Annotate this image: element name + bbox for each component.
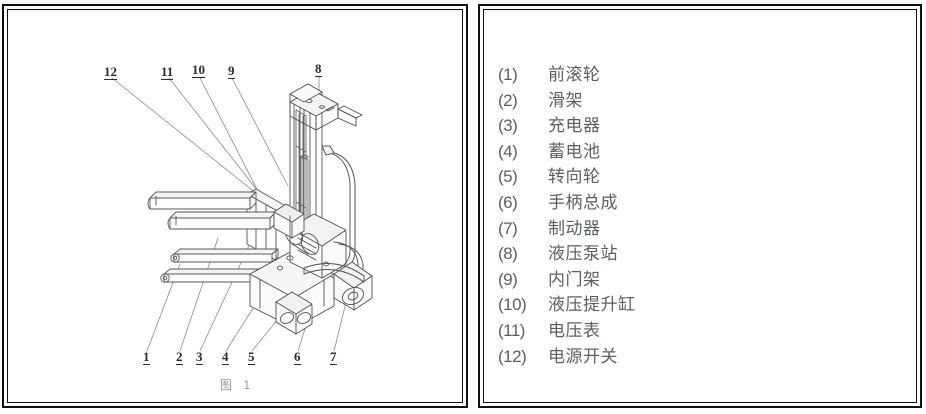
- callout-5: 5: [248, 349, 255, 365]
- legend-number: (11): [498, 320, 525, 340]
- legend-label: 手柄总成: [548, 192, 618, 212]
- list-item: (4) 蓄电池: [498, 139, 636, 165]
- legend-number: (4): [498, 141, 518, 161]
- legend-number: (12): [498, 346, 527, 366]
- callout-3: 3: [196, 349, 203, 365]
- figure-panel-inner-border: [7, 9, 463, 403]
- legend-panel-inner-border: [483, 9, 917, 403]
- legend-number: (5): [498, 167, 518, 187]
- callout-6: 6: [294, 349, 301, 365]
- legend-number: (6): [498, 192, 518, 212]
- callout-1: 1: [143, 349, 150, 365]
- legend-label: 转向轮: [548, 167, 601, 187]
- legend-label: 制动器: [548, 218, 601, 238]
- list-item: (12) 电源开关: [498, 344, 636, 370]
- callout-2: 2: [176, 349, 183, 365]
- parts-legend-list: (1) 前滚轮 (2) 滑架 (3) 充电器 (4) 蓄电池 (5) 转向轮 (…: [498, 62, 636, 369]
- legend-label: 电源开关: [548, 346, 618, 366]
- legend-number: (10): [498, 295, 527, 315]
- legend-number: (8): [498, 244, 518, 264]
- callout-12: 12: [104, 64, 117, 80]
- list-item: (11) 电压表: [498, 318, 636, 344]
- stacker-technical-drawing: [4, 6, 470, 410]
- list-item: (10) 液压提升缸: [498, 292, 636, 318]
- legend-number: (3): [498, 116, 518, 136]
- list-item: (2) 滑架: [498, 88, 636, 114]
- legend-label: 蓄电池: [548, 141, 601, 161]
- callout-10: 10: [192, 62, 205, 78]
- legend-number: (2): [498, 90, 518, 110]
- figure-panel: 12 11 10 9 8 1 2 3 4 5 6 7 图 1: [2, 4, 468, 408]
- list-item: (9) 内门架: [498, 267, 636, 293]
- legend-number: (7): [498, 218, 518, 238]
- list-item: (1) 前滚轮: [498, 62, 636, 88]
- list-item: (7) 制动器: [498, 216, 636, 242]
- legend-label: 滑架: [548, 90, 583, 110]
- callout-9: 9: [228, 63, 235, 79]
- list-item: (3) 充电器: [498, 113, 636, 139]
- legend-label: 液压泵站: [548, 244, 618, 264]
- list-item: (5) 转向轮: [498, 164, 636, 190]
- legend-label: 液压提升缸: [548, 295, 636, 315]
- legend-number: (1): [498, 65, 518, 84]
- legend-panel: (1) 前滚轮 (2) 滑架 (3) 充电器 (4) 蓄电池 (5) 转向轮 (…: [478, 4, 922, 408]
- list-item: (6) 手柄总成: [498, 190, 636, 216]
- legend-label: 前滚轮: [548, 65, 601, 84]
- list-item: (8) 液压泵站: [498, 241, 636, 267]
- callout-8: 8: [315, 61, 322, 77]
- callout-4: 4: [222, 349, 229, 365]
- figure-caption: 图 1: [219, 378, 254, 392]
- callout-7: 7: [330, 349, 337, 365]
- legend-label: 电压表: [548, 320, 601, 340]
- legend-number: (9): [498, 269, 518, 289]
- legend-label: 充电器: [548, 116, 601, 136]
- legend-label: 内门架: [548, 269, 601, 289]
- callout-11: 11: [161, 64, 174, 80]
